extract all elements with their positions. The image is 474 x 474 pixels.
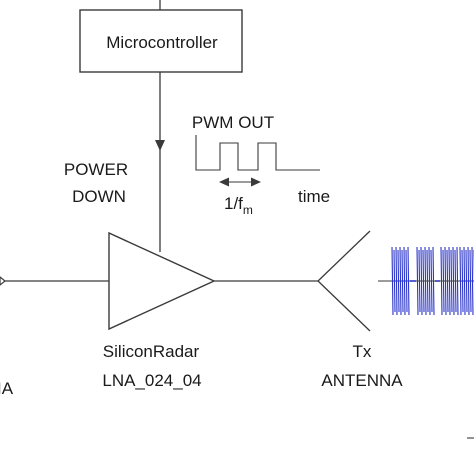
tx-antenna-icon: [317, 230, 371, 332]
chirp-burst-2-stroke: [428, 246, 431, 316]
pwm-waveform: [195, 135, 320, 171]
chirp-burst-3-stroke: [446, 249, 449, 313]
period-arrow-right-icon: [251, 177, 261, 187]
chirp-burst-4-stroke: [467, 246, 470, 316]
chirp-burst-1-stroke: [407, 246, 410, 316]
chirp-burst-1-stroke: [395, 246, 398, 316]
rx-antenna-tip-icon: [0, 276, 6, 286]
chirp-burst-1-stroke: [401, 249, 404, 313]
tx-antenna-label-line1: Tx: [353, 342, 372, 361]
period-label-base: 1/f: [224, 194, 243, 213]
time-axis-label: time: [298, 187, 330, 206]
rx-antenna-label-fragment: IA: [0, 379, 14, 398]
chirp-burst-3-stroke: [440, 246, 443, 316]
chirp-burst-3-stroke: [456, 246, 459, 316]
chirp-burst-4-stroke: [465, 249, 468, 313]
chirp-burst-4-stroke: [459, 246, 462, 316]
chirp-burst-3-stroke: [442, 249, 445, 313]
chirp-burst-2-stroke: [422, 249, 425, 313]
chirp-burst-2-stroke: [418, 249, 421, 313]
chirp-burst-3-stroke: [448, 246, 451, 316]
chirp-burst-4-stroke: [461, 249, 464, 313]
chirp-burst-1-stroke: [399, 246, 402, 316]
chirp-burst-4-stroke: [463, 246, 466, 316]
chirp-burst-1-stroke: [405, 249, 408, 313]
period-label-subscript: m: [243, 203, 253, 217]
chirp-burst-2-stroke: [420, 246, 423, 316]
chirp-burst-2-stroke: [430, 249, 433, 313]
period-arrow-left-icon: [219, 177, 229, 187]
microcontroller-label: Microcontroller: [106, 33, 218, 52]
chirp-burst-2-stroke: [426, 249, 429, 313]
power-down-label-line1: POWER: [64, 160, 128, 179]
chirp-burst-2-stroke: [424, 246, 427, 316]
chirp-burst-3-stroke: [444, 246, 447, 316]
amplifier-label-line1: SiliconRadar: [103, 342, 200, 361]
chirp-burst-1-stroke: [393, 249, 396, 313]
period-label: 1/fm: [224, 194, 253, 217]
chirp-burst-1-stroke: [397, 249, 400, 313]
amplifier-triangle[interactable]: [108, 231, 216, 331]
radiated-chirp-signal: [391, 246, 474, 316]
microcontroller-block[interactable]: [79, 9, 243, 73]
pwm-title: PWM OUT: [192, 113, 274, 132]
chirp-burst-3-stroke: [454, 249, 457, 313]
chirp-burst-1-stroke: [403, 246, 406, 316]
chirp-burst-2-stroke: [416, 246, 419, 316]
chirp-burst-3-stroke: [452, 246, 455, 316]
chirp-burst-2-stroke: [432, 246, 435, 316]
chirp-burst-4-stroke: [471, 246, 474, 316]
chirp-burst-3-stroke: [450, 249, 453, 313]
power-down-label-line2: DOWN: [72, 187, 126, 206]
tx-antenna-label-line2: ANTENNA: [321, 371, 403, 390]
chirp-burst-1-stroke: [391, 246, 394, 316]
amplifier-label-line2: LNA_024_04: [102, 371, 201, 390]
chirp-burst-4-stroke: [469, 249, 472, 313]
control-arrow-head-icon: [155, 140, 165, 151]
